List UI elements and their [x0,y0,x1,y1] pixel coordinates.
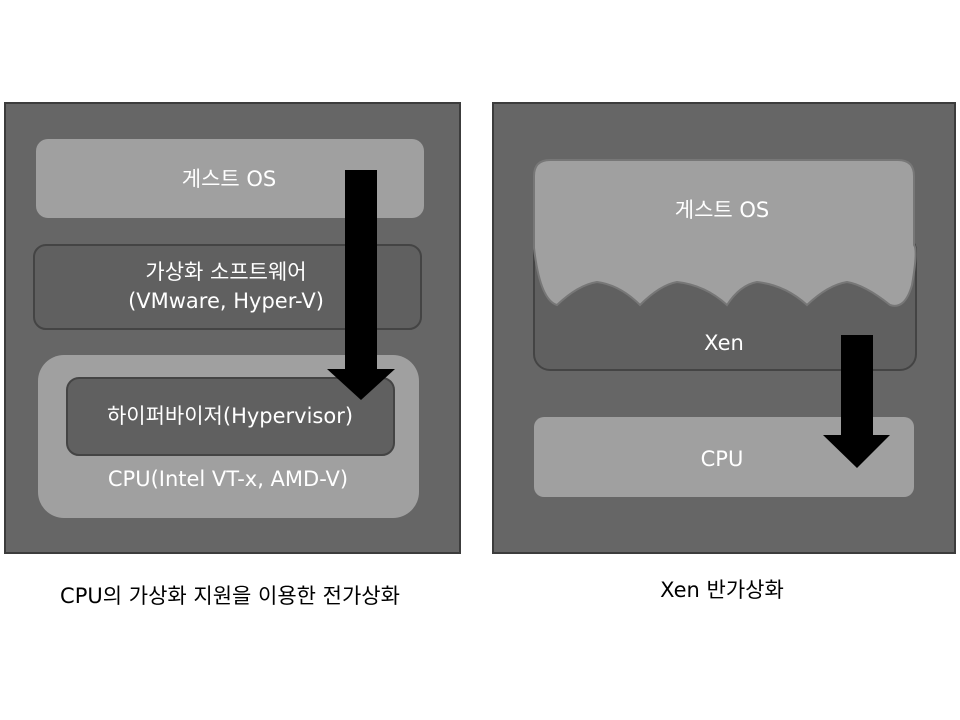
left-down-arrow [327,170,395,400]
xen-label: Xen [704,331,744,355]
virt-software-examples-label: (VMware, Hyper-V) [128,289,324,313]
right-caption: Xen 반가상화 [660,578,784,602]
right-down-arrow [823,335,890,468]
virt-software-box [33,244,422,330]
right-guest-os-wavy-box [533,159,917,307]
right-cpu-box [534,417,914,497]
left-caption: CPU의 가상화 지원을 이용한 전가상화 [60,584,400,608]
hypervisor-label: 하이퍼바이저(Hypervisor) [106,404,354,428]
virt-software-label: 가상화 소프트웨어 [145,260,307,284]
right-guest-os-label: 게스트 OS [674,198,770,222]
hypervisor-box [66,377,395,456]
left-guest-os-box [36,139,424,218]
right-cpu-label: CPU [700,447,744,471]
left-cpu-label: CPU(Intel VT-x, AMD-V) [107,467,349,491]
left-guest-os-label: 게스트 OS [181,167,277,191]
